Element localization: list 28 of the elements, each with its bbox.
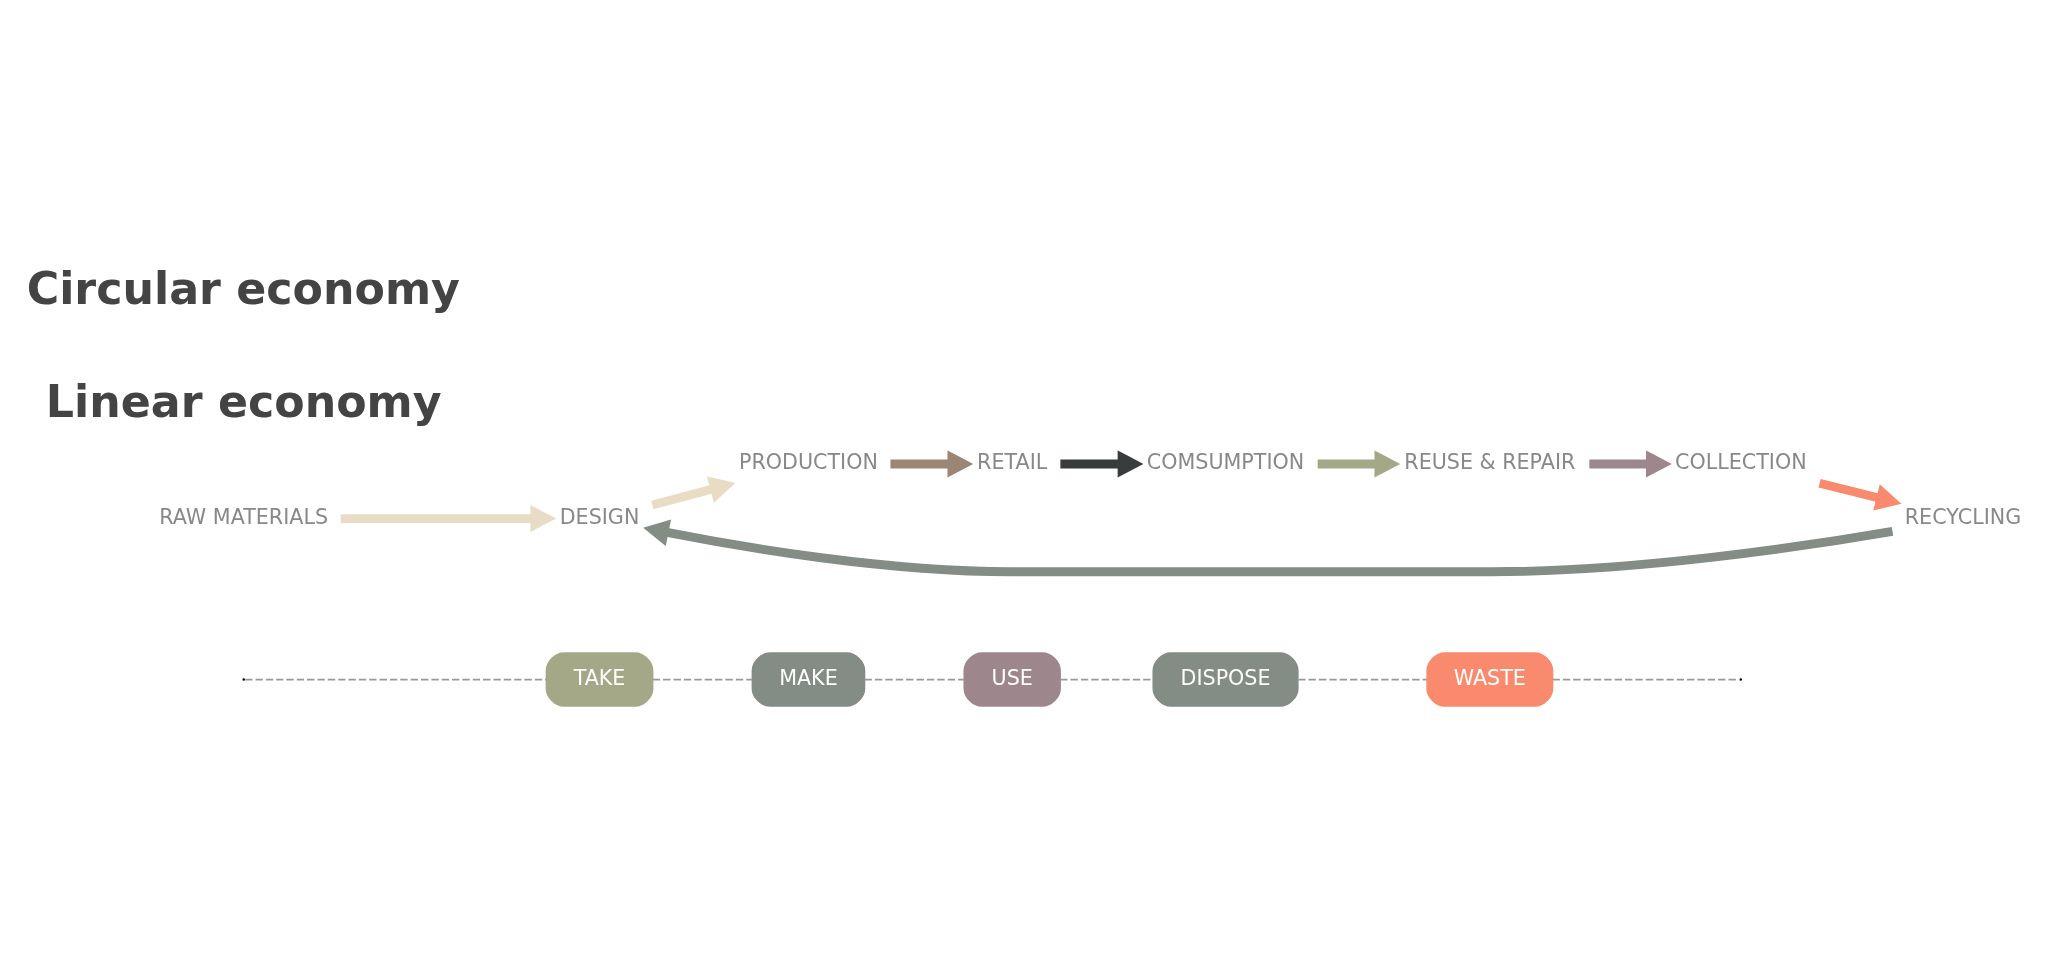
arrow [1589,450,1672,478]
node-text: COLLECTION [1675,450,1807,475]
node-text: RAW MATERIALS [159,505,329,530]
node-box: USE [963,652,1061,707]
node-text: RECYCLING [1904,505,2022,530]
connector [863,678,965,681]
node-box: WASTE [1426,652,1554,707]
arrow [1818,478,1902,511]
connector [1551,678,1741,681]
arrow [1060,450,1144,478]
node-text: DESIGN [559,505,640,530]
connector [652,678,753,681]
arrow [643,519,1894,577]
connector [1297,678,1428,681]
arrow [890,450,974,478]
arrow [651,476,736,510]
node-text: COMSUMPTION [1146,450,1305,475]
node-text: REUSE & REPAIR [1404,450,1576,475]
node-box: TAKE [545,652,654,707]
arrow [340,505,557,533]
node-text: PRODUCTION [738,450,878,475]
node-box: DISPOSE [1152,652,1299,707]
node-box: MAKE [751,652,866,707]
label: Linear economy [45,376,442,428]
connector [244,678,548,681]
node-text: RETAIL [977,450,1048,475]
arrow [1317,450,1401,478]
label: Circular economy [26,262,460,314]
